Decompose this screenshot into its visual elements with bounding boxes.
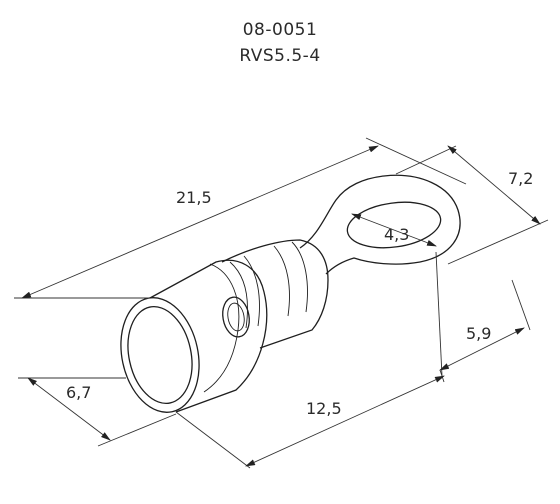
dim-ring-width: 7,2 — [395, 145, 549, 265]
dim-hole-diameter: 4,3 — [351, 213, 437, 247]
ring-terminal-outline — [120, 174, 461, 413]
dim-length-total: 21,5 — [14, 137, 467, 299]
barrel-crimp-lines — [229, 241, 308, 329]
dim-label-ring-length: 5,9 — [466, 324, 491, 343]
part-number: 08-0051 — [242, 20, 318, 40]
dim-label-length-total: 21,5 — [176, 188, 212, 207]
dim-label-hole-diameter: 4,3 — [384, 225, 409, 244]
dim-sleeve-diameter: 6,7 — [18, 377, 177, 447]
sleeve-mouth-outer — [120, 297, 200, 413]
dim-ring-length: 5,9 — [435, 251, 531, 377]
dim-sleeve-length: 12,5 — [175, 369, 445, 469]
model-name: RVS5.5-4 — [239, 46, 321, 66]
dim-label-sleeve-diameter: 6,7 — [66, 383, 91, 402]
sleeve-mouth-inner — [127, 305, 193, 405]
dim-label-sleeve-length: 12,5 — [306, 399, 342, 418]
inspection-window-inner — [227, 302, 245, 332]
sleeve-step — [203, 263, 240, 393]
dim-label-ring-width: 7,2 — [508, 169, 533, 188]
